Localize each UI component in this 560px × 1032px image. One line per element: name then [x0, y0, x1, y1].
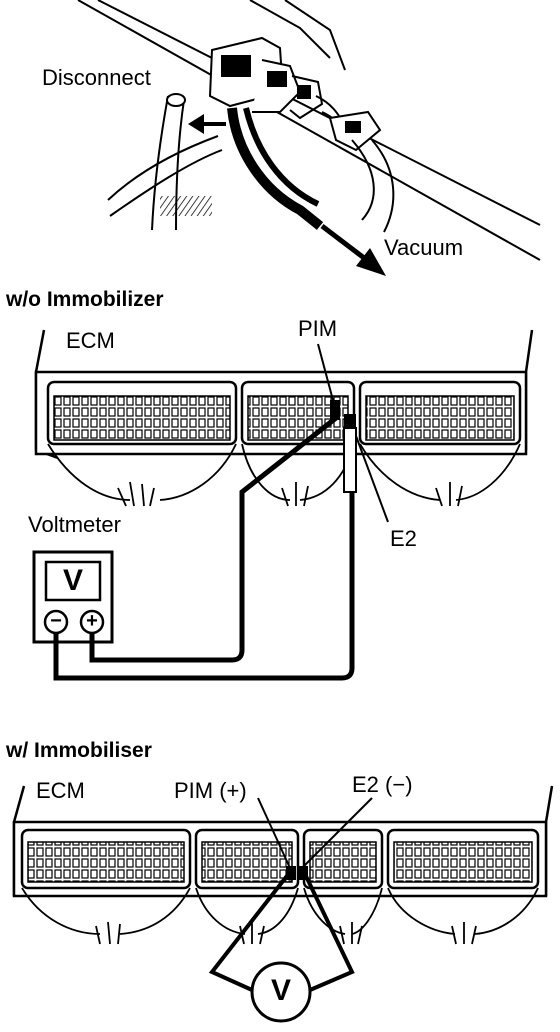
voltmeter-leads-2 [208, 870, 355, 992]
ecm2-connector-2 [194, 828, 300, 890]
ecm-label-2: ECM [36, 778, 85, 803]
ecm-connector-right [358, 380, 522, 446]
map-sensor-illustration [77, 0, 541, 276]
section-title-without-immobilizer: w/o Immobilizer [6, 288, 164, 311]
ecm-harness-2 [21, 887, 539, 945]
e2-label-1: E2 [390, 526, 417, 551]
ecm-connector-left [46, 380, 238, 446]
voltmeter-2 [250, 961, 312, 1023]
voltmeter-1 [32, 550, 114, 644]
e2-leader-2 [301, 797, 373, 869]
ecm-unit-1 [34, 329, 534, 507]
meter-symbol-2: V [270, 974, 291, 1007]
minus-icon: − [50, 610, 62, 632]
e2-leader-1 [355, 435, 389, 523]
pim-plus-label: PIM (+) [174, 778, 247, 803]
vacuum-label: Vacuum [384, 235, 464, 260]
pim-leader-1 [317, 343, 335, 405]
ecm2-connector-4 [386, 828, 540, 890]
ecm2-connector-3 [302, 828, 384, 890]
minus-terminal [43, 609, 69, 635]
e2-minus-label: E2 (−) [352, 772, 413, 797]
pim-leader-2 [257, 797, 291, 869]
meter-symbol-1: V [62, 564, 83, 597]
ecm-label-1: ECM [66, 328, 115, 353]
disconnect-label: Disconnect [42, 65, 151, 90]
test-probes-1 [343, 427, 357, 493]
plus-icon: + [86, 610, 98, 632]
voltmeter-leads-1 [53, 416, 355, 681]
ecm-unit-2 [12, 785, 554, 945]
plus-terminal [79, 609, 105, 635]
ecm2-connector-1 [20, 828, 192, 890]
voltmeter-label: Voltmeter [28, 512, 121, 537]
pim-label-1: PIM [298, 316, 338, 341]
section-title-with-immobiliser: w/ Immobiliser [6, 739, 152, 762]
